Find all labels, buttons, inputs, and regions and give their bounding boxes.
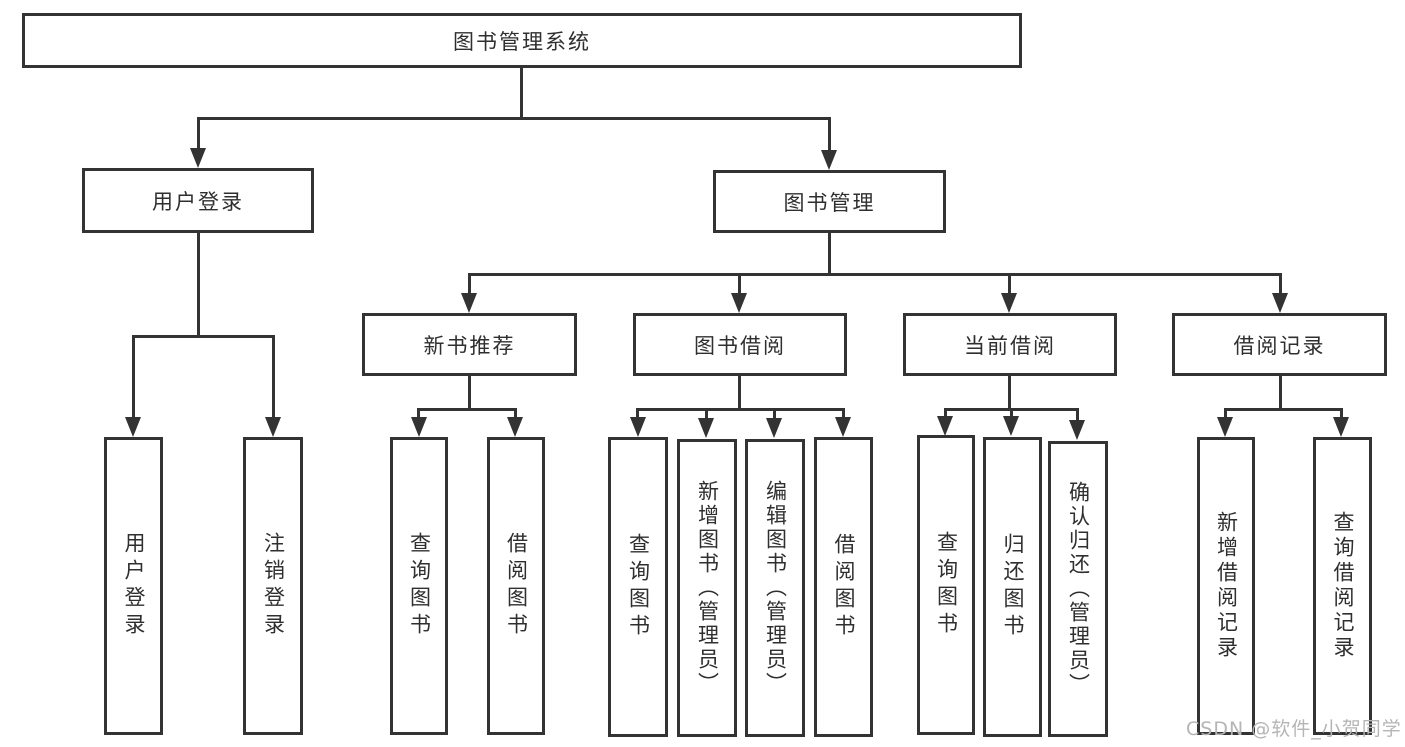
node-bb-query: 查询图书	[608, 437, 668, 737]
arrow-down-icon	[766, 418, 782, 438]
connector-new-book-rec-rail	[417, 408, 517, 411]
node-bb-add-label: 新增图书（管理员）	[695, 480, 720, 696]
connector-user-login-rail	[132, 335, 275, 338]
connector-new-book-rec-stem	[468, 376, 471, 408]
arrow-down-icon	[1272, 293, 1288, 313]
node-nbr-query-label: 查询图书	[407, 532, 432, 640]
node-bb-edit-label: 编辑图书（管理员）	[763, 480, 788, 696]
node-br-add: 新增借阅记录	[1197, 437, 1255, 735]
arrow-down-icon	[507, 417, 523, 437]
node-cb-confirm: 确认归还（管理员）	[1048, 441, 1108, 737]
node-ul-login: 用户登录	[104, 437, 163, 735]
connector-book-borrow-stem	[738, 376, 741, 408]
node-ul-login-label: 用户登录	[122, 532, 146, 640]
connector-drop-new-book-rec	[468, 273, 471, 295]
connector-drop-bb-borrow	[842, 408, 845, 420]
connector-borrow-records-rail	[1224, 408, 1343, 411]
node-book-mgmt: 图书管理	[713, 170, 946, 233]
node-br-query-label: 查询借阅记录	[1331, 511, 1355, 661]
node-book-mgmt-label: 图书管理	[783, 190, 876, 215]
connector-level1-rail	[197, 117, 831, 120]
watermark-text: CSDN @软件_小贺同学	[1186, 718, 1402, 740]
connector-root-stem	[520, 68, 523, 119]
node-ul-logout: 注销登录	[243, 437, 303, 735]
arrow-down-icon	[411, 417, 427, 437]
node-book-borrow: 图书借阅	[633, 313, 847, 376]
connector-book-borrow-rail	[636, 408, 845, 411]
node-cb-confirm-label: 确认归还（管理员）	[1066, 481, 1091, 697]
connector-drop-ul-logout	[272, 335, 275, 417]
node-root: 图书管理系统	[22, 13, 1022, 68]
arrow-down-icon	[630, 417, 646, 437]
node-cb-return: 归还图书	[983, 437, 1042, 737]
node-user-login: 用户登录	[82, 168, 314, 233]
connector-drop-bb-query	[636, 408, 639, 420]
node-bb-borrow: 借阅图书	[814, 437, 873, 737]
connector-drop-bb-add	[705, 408, 708, 420]
connector-drop-current-borrow	[1008, 273, 1011, 295]
arrow-down-icon	[1333, 417, 1349, 437]
connector-level3-rail	[468, 273, 1282, 276]
connector-drop-cb-confirm	[1076, 408, 1079, 422]
node-cb-query: 查询图书	[917, 435, 975, 735]
connector-drop-br-add	[1224, 408, 1227, 420]
connector-drop-nbr-borrow	[514, 408, 517, 420]
node-nbr-borrow-label: 借阅图书	[504, 532, 529, 640]
connector-drop-book-mgmt	[828, 117, 831, 152]
connector-drop-bb-edit	[773, 408, 776, 420]
connector-drop-cb-return	[1010, 408, 1013, 420]
node-nbr-borrow: 借阅图书	[487, 437, 545, 735]
arrow-down-icon	[461, 293, 477, 313]
node-borrow-records-label: 借阅记录	[1233, 333, 1326, 358]
node-root-label: 图书管理系统	[453, 29, 591, 54]
connector-drop-nbr-query	[417, 408, 420, 420]
connector-borrow-records-stem	[1279, 376, 1282, 408]
connector-drop-borrow-records	[1279, 273, 1282, 295]
node-current-borrow: 当前借阅	[903, 313, 1117, 376]
arrow-down-icon	[1217, 417, 1233, 437]
connector-user-login-stem	[197, 233, 200, 335]
arrow-down-icon	[1001, 293, 1017, 313]
arrow-down-icon	[1003, 416, 1019, 436]
node-user-login-label: 用户登录	[152, 189, 244, 214]
arrow-down-icon	[731, 293, 747, 313]
arrow-down-icon	[190, 148, 206, 168]
node-cb-return-label: 归还图书	[1001, 533, 1025, 641]
arrow-down-icon	[125, 417, 141, 437]
node-borrow-records: 借阅记录	[1172, 313, 1387, 376]
node-new-book-rec-label: 新书推荐	[423, 333, 516, 358]
node-br-add-label: 新增借阅记录	[1214, 511, 1239, 661]
node-bb-borrow-label: 借阅图书	[832, 533, 856, 641]
node-bb-add: 新增图书（管理员）	[677, 439, 737, 737]
connector-drop-cb-query	[944, 408, 947, 420]
node-nbr-query: 查询图书	[390, 437, 448, 735]
arrow-down-icon	[265, 417, 281, 437]
connector-drop-br-query	[1340, 408, 1343, 420]
node-current-borrow-label: 当前借阅	[964, 333, 1056, 358]
connector-drop-user-login	[197, 117, 200, 150]
node-new-book-rec: 新书推荐	[362, 313, 577, 376]
connector-drop-book-borrow	[738, 273, 741, 295]
arrow-down-icon	[698, 418, 714, 438]
node-bb-edit: 编辑图书（管理员）	[745, 439, 805, 737]
node-br-query: 查询借阅记录	[1313, 437, 1372, 735]
connector-current-borrow-stem	[1008, 376, 1011, 408]
arrow-down-icon	[821, 150, 837, 170]
node-book-borrow-label: 图书借阅	[694, 333, 786, 358]
node-ul-logout-label: 注销登录	[261, 532, 286, 640]
arrow-down-icon	[1069, 420, 1085, 440]
arrow-down-icon	[835, 417, 851, 437]
node-cb-query-label: 查询图书	[934, 531, 959, 639]
node-bb-query-label: 查询图书	[626, 533, 651, 641]
connector-drop-ul-login	[132, 335, 135, 417]
arrow-down-icon	[937, 416, 953, 436]
connector-book-mgmt-stem	[828, 233, 831, 276]
